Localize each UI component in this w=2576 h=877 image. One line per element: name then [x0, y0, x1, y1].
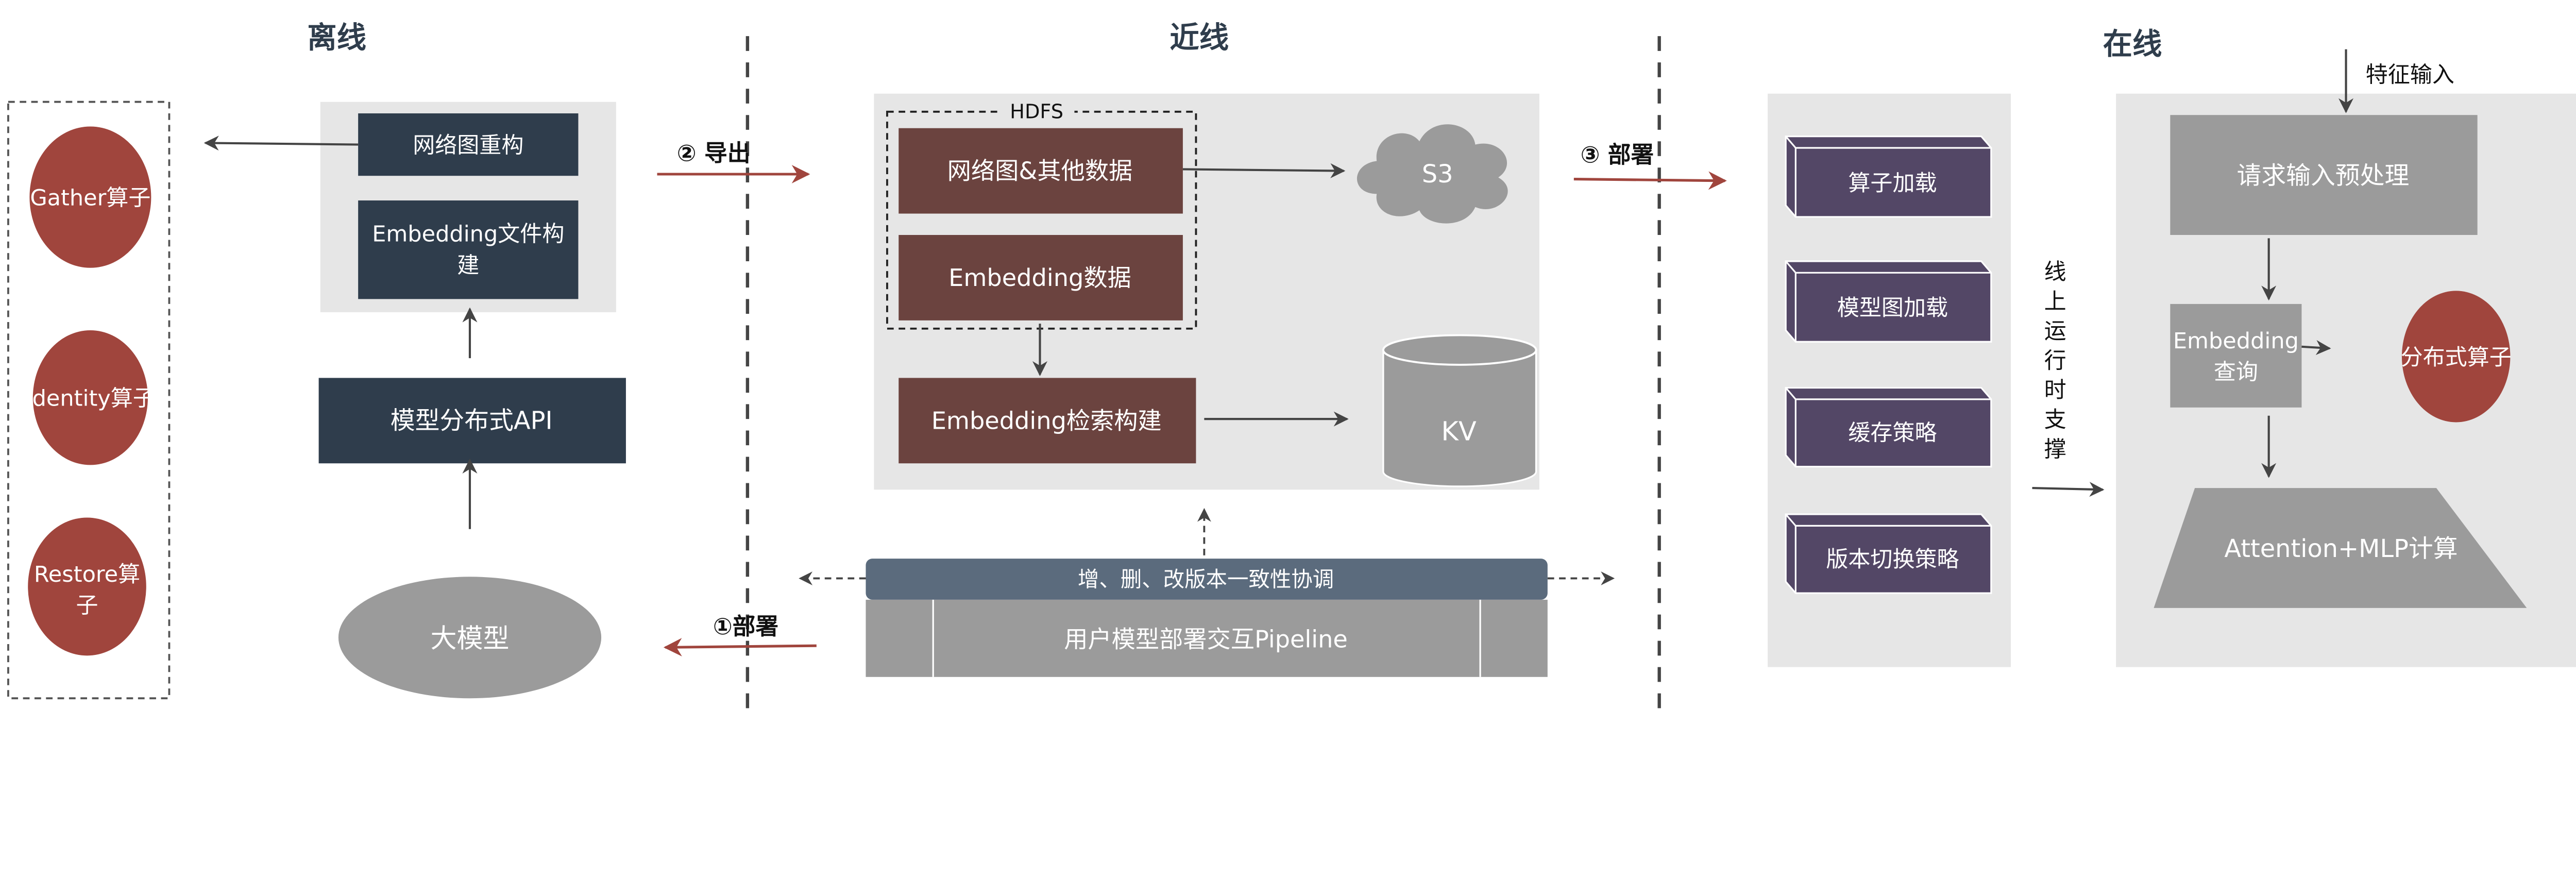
operator-label: 子	[76, 593, 98, 618]
cloud-label: S3	[1422, 160, 1453, 189]
graph-rebuild-box: 网络图重构	[358, 113, 579, 176]
vertical-char: 上	[2044, 289, 2066, 314]
pipeline-box: 用户模型部署交互Pipeline	[866, 599, 1548, 677]
operator-label: Identity算子	[26, 386, 155, 412]
vertical-char: 行	[2044, 348, 2066, 374]
box-label: 算子加载	[1848, 171, 1937, 196]
box-label: 查询	[2214, 360, 2258, 385]
box-label: Embedding检索构建	[931, 407, 1162, 434]
box-label: 请求输入预处理	[2237, 162, 2410, 190]
operators-group	[7, 100, 171, 700]
feature-input-label: 特征输入	[2366, 62, 2454, 88]
vertical-char: 撑	[2044, 436, 2066, 462]
box-label: 用户模型部署交互Pipeline	[1064, 625, 1348, 653]
runtime-version-switch: 版本切换策略	[1785, 513, 1992, 594]
box-label: 缓存策略	[1848, 420, 1937, 446]
hdfs-label-bg	[998, 100, 1075, 124]
operator-label: Restore算	[34, 562, 140, 587]
operator-label: 分布式算子	[2401, 345, 2512, 370]
box-label: 网络图&其他数据	[947, 157, 1133, 185]
box-label: 模型图加载	[1837, 295, 1948, 321]
architecture-diagram: 离线 近线 在线 Gather算子 Identity算子 Restore算 子 …	[7, 20, 2576, 712]
arrow-to-s3	[1182, 163, 1346, 178]
cylinder-label: KV	[1441, 417, 1476, 447]
s3-cloud: S3	[1357, 124, 1508, 224]
distributed-operator: 分布式算子	[2401, 291, 2512, 423]
operator-label: Gather算子	[30, 185, 150, 211]
operator-restore: Restore算 子	[28, 517, 146, 656]
kv-store-cylinder: KV	[1382, 334, 1537, 487]
runtime-cache-policy: 缓存策略	[1785, 386, 1992, 468]
embedding-data-box: Embedding数据	[899, 234, 1183, 321]
arrow-runtime-support	[2032, 482, 2105, 497]
deploy1-arrow	[663, 638, 817, 656]
box-label: 版本切换策略	[1826, 547, 1959, 572]
embedding-index-box: Embedding检索构建	[899, 378, 1196, 464]
vertical-char: 支	[2044, 407, 2066, 433]
distributed-api-box: 模型分布式API	[318, 378, 626, 464]
vertical-char: 线	[2044, 259, 2066, 285]
big-model: 大模型	[338, 577, 602, 699]
bar-label: 增、删、改版本一致性协调	[1078, 567, 1334, 592]
operator-gather: Gather算子	[29, 126, 151, 268]
section-title-offline: 离线	[307, 20, 366, 55]
runtime-operator-loading: 算子加载	[1785, 136, 1992, 218]
hdfs-label: HDFS	[1010, 100, 1063, 124]
vertical-char: 运	[2044, 318, 2066, 344]
arrow-to-operators	[204, 136, 359, 151]
deploy3-label: ③ 部署	[1581, 142, 1654, 168]
box-label: Embedding	[2173, 328, 2299, 354]
runtime-graph-loading: 模型图加载	[1785, 260, 1992, 343]
runtime-support-label: 线 上 运 行 时 支 撑	[2044, 259, 2066, 462]
attention-mlp-compute: Attention+MLP计算	[2154, 488, 2527, 608]
box-label: 模型分布式API	[391, 407, 553, 435]
box-label: 建	[457, 252, 479, 278]
preprocess-box: 请求输入预处理	[2170, 115, 2478, 235]
box-label: 大模型	[430, 623, 509, 654]
box-label: Attention+MLP计算	[2224, 535, 2458, 563]
export-label: ② 导出	[677, 140, 751, 166]
graph-data-box: 网络图&其他数据	[899, 128, 1183, 214]
section-title-online: 在线	[2103, 27, 2162, 61]
vertical-char: 时	[2044, 378, 2066, 403]
section-title-nearline: 近线	[1170, 20, 1229, 55]
arrow-to-distributed-op	[2301, 340, 2331, 355]
box-label: Embedding数据	[948, 264, 1131, 292]
embedding-query-box: Embedding 查询	[2170, 303, 2302, 408]
consistency-bar: 增、删、改版本一致性协调	[866, 559, 1548, 600]
operator-identity: Identity算子	[26, 330, 155, 465]
deploy3-arrow	[1573, 171, 1727, 190]
embedding-file-box: Embedding文件构 建	[358, 200, 579, 299]
box-label: Embedding文件构	[372, 222, 564, 247]
box-label: 网络图重构	[413, 133, 523, 159]
deploy1-label: ①部署	[713, 613, 778, 640]
